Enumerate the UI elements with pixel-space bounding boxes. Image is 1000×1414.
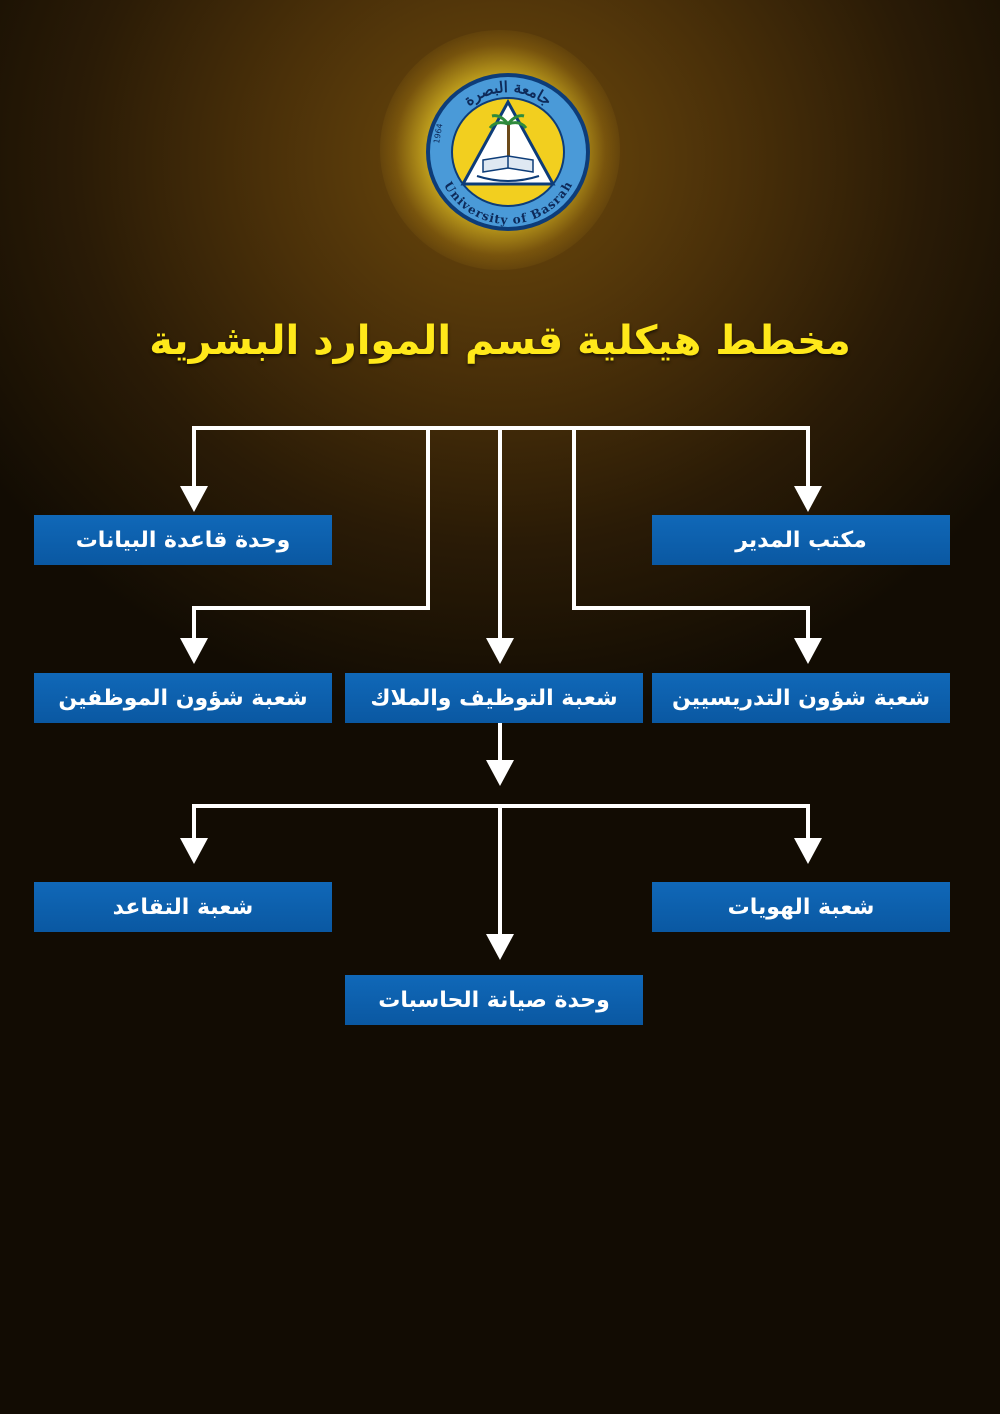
arrow-head: [486, 934, 514, 960]
box-database-unit: وحدة قاعدة البيانات: [34, 515, 332, 565]
page-title: مخطط هيكلية قسم الموارد البشرية: [149, 318, 851, 364]
arrow-head: [180, 486, 208, 512]
arrow-head: [486, 760, 514, 786]
arrow-head: [180, 638, 208, 664]
box-retirement: شعبة التقاعد: [34, 882, 332, 932]
arrow-head: [180, 838, 208, 864]
box-faculty-affairs: شعبة شؤون التدريسيين: [652, 673, 950, 723]
university-logo: جامعة البصرة University of Basrah 1964: [426, 73, 590, 231]
box-identities: شعبة الهويات: [652, 882, 950, 932]
box-recruitment: شعبة التوظيف والملاك: [345, 673, 643, 723]
logo-year: 1964: [432, 123, 444, 145]
arrow-head: [794, 638, 822, 664]
box-employee-affairs: شعبة شؤون الموظفين: [34, 673, 332, 723]
arrow-head: [486, 638, 514, 664]
arrow-head: [794, 838, 822, 864]
box-director-office: مكتب المدير: [652, 515, 950, 565]
arrow-head: [794, 486, 822, 512]
box-computer-maintenance: وحدة صيانة الحاسبات: [345, 975, 643, 1025]
